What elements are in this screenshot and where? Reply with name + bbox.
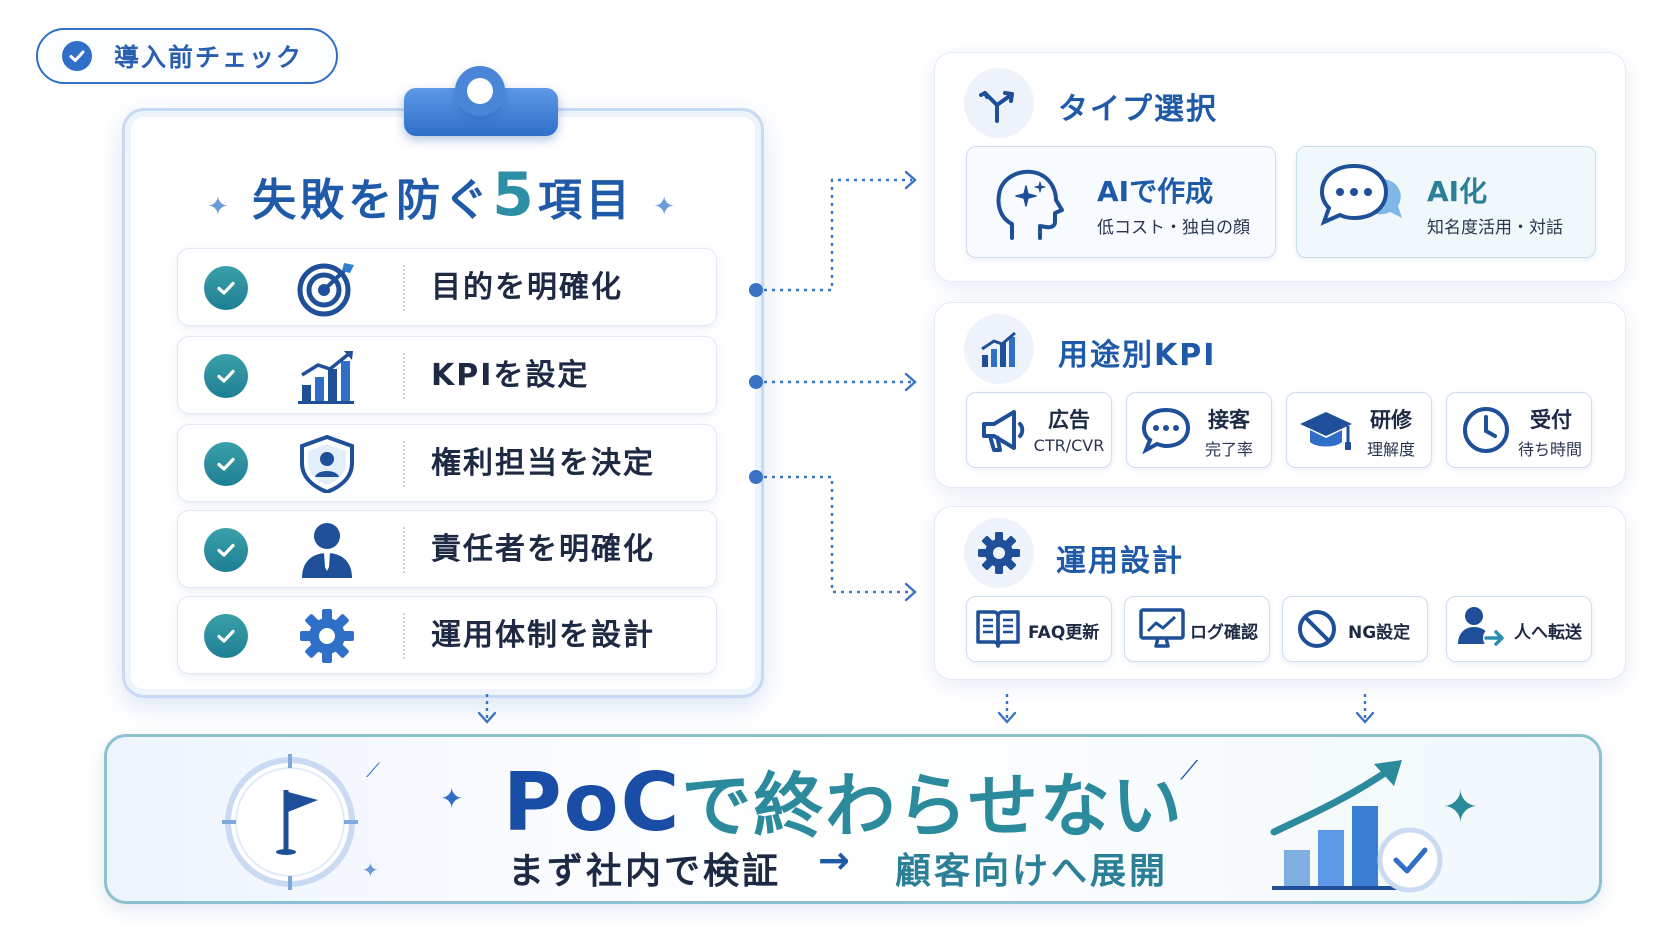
accent-lines-icon: ⟋	[366, 758, 380, 782]
sparkle-icon: ✦	[362, 858, 379, 882]
type-option-sub: 知名度活用・対話	[1427, 218, 1563, 238]
checklist-item-label: 権利担当を決定	[431, 446, 655, 481]
checklist-item-label: KPIを設定	[431, 358, 590, 393]
person-icon	[296, 521, 358, 579]
ops-item-faq	[966, 596, 1112, 662]
type-option-title: AIで作成	[1097, 175, 1214, 208]
type-option-ai-create	[966, 146, 1276, 258]
gear-icon	[964, 518, 1034, 588]
title-prefix: 失敗を防ぐ	[252, 175, 493, 226]
check-circle-icon	[204, 442, 248, 486]
type-option-title: AI化	[1427, 175, 1488, 208]
checklist-item-label: 目的を明確化	[431, 270, 623, 305]
checklist-item-owner: 責任者を明確化	[177, 510, 717, 588]
sparkle-icon: ✦	[440, 782, 464, 815]
check-circle-icon	[204, 354, 248, 398]
title-number: 5	[492, 160, 538, 230]
prohibited-icon	[1296, 608, 1338, 654]
checklist-item-kpi: KPIを設定	[177, 336, 717, 414]
accent-lines-icon: ⟋	[1180, 756, 1199, 786]
kpi-item-sub: 理解度	[1366, 440, 1415, 459]
graduation-cap-icon	[1298, 404, 1354, 460]
chat-icon	[1140, 404, 1192, 460]
banner-headline: PoCで終わらせない	[503, 750, 1184, 851]
check-badge: 導入前チェック	[36, 28, 338, 84]
row-separator	[403, 265, 405, 311]
ops-item-label: 人へ転送	[1514, 623, 1582, 643]
compass-flag-icon	[210, 746, 370, 900]
checklist-item-label: 運用体制を設計	[431, 618, 655, 653]
kpi-item-sub: 完了率	[1204, 440, 1253, 459]
banner-sub-right: 顧客向けへ展開	[895, 851, 1169, 892]
row-separator	[403, 353, 405, 399]
badge-label: 導入前チェック	[114, 43, 304, 72]
kpi-item-training	[1286, 392, 1432, 468]
ops-item-label: NG設定	[1348, 623, 1411, 643]
down-arrow	[1355, 694, 1375, 724]
type-option-sub: 低コスト・独自の顔	[1097, 218, 1250, 238]
kpi-item-service	[1126, 392, 1272, 468]
title-suffix: 項目	[537, 175, 634, 226]
target-icon	[296, 259, 358, 317]
person-transfer-icon	[1456, 604, 1506, 656]
check-circle-icon	[204, 528, 248, 572]
chat-bubble-icon	[1318, 162, 1404, 246]
kpi-item-title: 研修	[1370, 408, 1412, 432]
checklist-item-purpose: 目的を明確化	[177, 248, 717, 326]
ai-head-icon	[988, 160, 1072, 248]
type-panel-title: タイプ選択	[1058, 92, 1218, 127]
down-arrow	[477, 694, 497, 724]
ops-item-label: FAQ更新	[1028, 623, 1100, 643]
headline-rest: で終わらせない	[681, 765, 1184, 847]
kpi-item-title: 受付	[1530, 408, 1572, 432]
row-separator	[403, 527, 405, 573]
kpi-panel-title: 用途別KPI	[1058, 338, 1217, 373]
sparkle-icon: ✦	[207, 192, 233, 222]
arrow-right-icon: →	[818, 838, 850, 882]
sparkle-icon: ✦	[653, 192, 679, 222]
kpi-item-sub: 待ち時間	[1517, 440, 1582, 459]
banner-sub-left: まず社内で検証	[508, 851, 782, 892]
row-separator	[403, 613, 405, 659]
megaphone-icon	[978, 404, 1030, 460]
clipboard-ring	[455, 66, 505, 116]
growth-chart-check-icon	[1262, 758, 1452, 902]
monitor-chart-icon	[1138, 606, 1186, 654]
checklist-item-label: 責任者を明確化	[431, 532, 655, 567]
ops-panel-title: 運用設計	[1056, 544, 1184, 579]
clock-icon	[1460, 404, 1512, 460]
kpi-item-title: 接客	[1208, 408, 1250, 432]
checklist-item-operation: 運用体制を設計	[177, 596, 717, 674]
kpi-item-sub: CTR/CVR	[1033, 436, 1105, 455]
bar-chart-icon	[964, 314, 1034, 384]
kpi-item-reception	[1446, 392, 1592, 468]
shield-user-icon	[296, 435, 358, 493]
ops-item-label: ログ確認	[1190, 623, 1258, 643]
checklist-title: ✦ 失敗を防ぐ5項目 ✦	[122, 160, 764, 230]
connector-lines	[749, 170, 917, 602]
sparkle-icon: ✦	[1442, 782, 1479, 833]
ops-item-ng	[1282, 596, 1428, 662]
check-circle-icon	[62, 41, 92, 71]
gear-icon	[296, 607, 358, 665]
kpi-item-title: 広告	[1048, 408, 1090, 432]
row-separator	[403, 441, 405, 487]
headline-poc: PoC	[503, 756, 682, 849]
checklist-item-rights: 権利担当を決定	[177, 424, 717, 502]
check-circle-icon	[204, 614, 248, 658]
down-arrow	[997, 694, 1017, 724]
book-icon	[974, 606, 1022, 654]
bar-chart-icon	[296, 347, 358, 405]
branch-icon	[964, 68, 1034, 138]
check-circle-icon	[204, 266, 248, 310]
